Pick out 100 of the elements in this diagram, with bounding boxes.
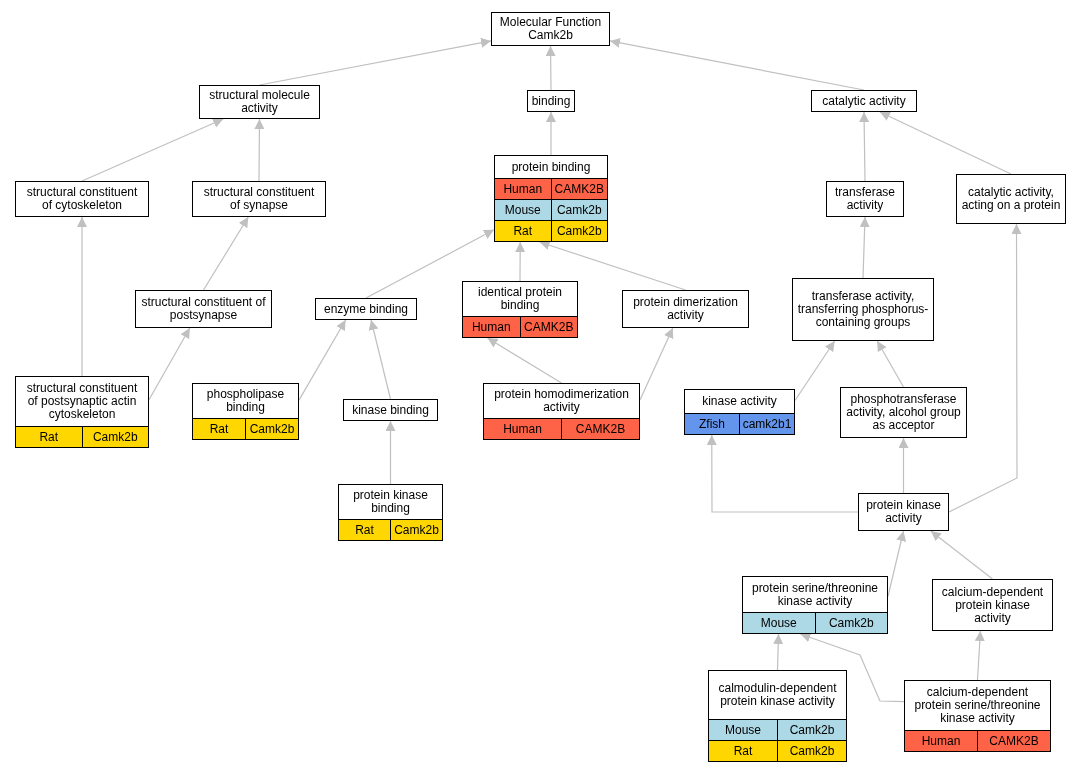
term-box [343,399,438,421]
table-cell: Camk2b [390,520,442,540]
term-box [315,298,417,320]
table-cell: Camk2b [245,419,298,439]
arrow [77,216,87,377]
term-box [135,290,272,328]
table-cell-text: Human [470,318,512,336]
table-cell-text: Rat [208,420,230,438]
term-box [15,181,149,217]
arrow [706,434,859,513]
term-box [491,12,610,46]
term-box [684,389,795,435]
table-cell-text: Mouse [503,201,542,219]
table-cell-text: Zfish [698,415,726,433]
term-box [199,85,320,119]
arrow [254,118,265,182]
term-label: structural constituent of synapse [202,186,316,212]
term-box [840,387,967,438]
arrow [546,111,556,156]
term-box [338,484,443,541]
term-label: catalytic activity [822,94,906,108]
term-label: enzyme binding [323,302,409,316]
table-cell: Camk2b [814,613,887,633]
arrow [773,633,784,671]
arrow [879,111,1012,175]
term-box [792,278,934,341]
table-cell-text: Rat [732,742,754,760]
term-box [192,181,326,217]
table-cell-text: Human [502,420,543,438]
term-box [742,576,888,634]
table-cell-text: Rat [354,521,375,539]
table-cell-text: Human [920,732,962,750]
term-label: protein homodimerization activity [493,388,630,414]
term-label: Molecular Function Camk2b [498,16,603,42]
table-cell: Camk2b [550,221,607,241]
term-label: protein kinase activity [865,499,942,525]
arrow [202,216,249,291]
arrow [368,319,392,400]
table-cell-text: Mouse [759,614,798,632]
arrow [887,530,907,597]
arrow [81,118,224,182]
term-label: phospholipase binding [205,388,286,414]
arrow [545,45,556,91]
arrow [948,223,1022,513]
arrow [859,111,870,182]
term-label: binding [531,94,571,108]
term-label: structural molecule activity [208,89,311,115]
term-label: kinase binding [352,403,429,417]
term-label: protein serine/threonine kinase activity [750,581,880,608]
term-label: identical protein binding [476,286,564,312]
arrow [799,632,905,703]
term-label: protein binding [511,160,591,174]
arrow [539,240,687,291]
term-box [932,579,1053,631]
arrow [859,216,870,279]
term-box [826,181,904,217]
table-cell-text: Mouse [724,721,762,739]
term-label: structural constituent of cytoskeleton [25,186,139,212]
term-label: transferase activity, transferring phosphorus-containing groups [797,290,929,329]
arrow [298,319,347,401]
term-box [858,493,949,531]
term-box [708,670,847,762]
term-box [462,281,578,338]
table-cell-text: Rat [38,428,60,446]
arrow [365,229,495,299]
term-label: transferase activity [834,186,896,212]
arrow [515,241,526,282]
term-label: protein dimerization activity [632,296,739,322]
term-label: calcium-dependent protein kinase activity [940,585,1045,625]
arrow [930,530,994,580]
term-label: calcium-dependent protein serine/threonine kinase activity [913,686,1042,725]
table-cell-text: Human [502,180,544,198]
term-label: calmodulin-dependent protein kinase activity [717,682,838,708]
arrow [876,340,905,388]
term-box [811,90,917,112]
term-box [483,383,640,440]
table-cell: Camk2b [777,741,846,761]
arrow [898,437,909,494]
table-cell: CAMK2B [561,419,639,439]
arrow [974,630,985,681]
table-cell-text: Rat [512,222,534,240]
term-box [622,290,749,328]
arrow [639,327,674,401]
term-label: phosphotransferase activity, alcohol group as acceptor [845,393,962,432]
arrow [148,327,191,401]
table-cell: CAMK2B [977,731,1050,751]
term-label: structural constituent of postsynaptic actin cytoskeleton [25,382,139,421]
term-label: kinase activity [702,395,777,408]
arrow [486,337,563,384]
term-box [956,174,1066,224]
table-cell: Camk2b [81,427,148,447]
arrow [385,420,396,485]
term-box [192,383,299,440]
term-label: catalytic activity, acting on a protein [961,186,1061,212]
term-box [494,155,608,242]
arrow [794,340,836,402]
term-label: structural constituent of postsynapse [140,296,267,322]
term-box [15,376,149,448]
table-cell: camk2b1 [739,414,794,434]
term-box [904,680,1051,752]
